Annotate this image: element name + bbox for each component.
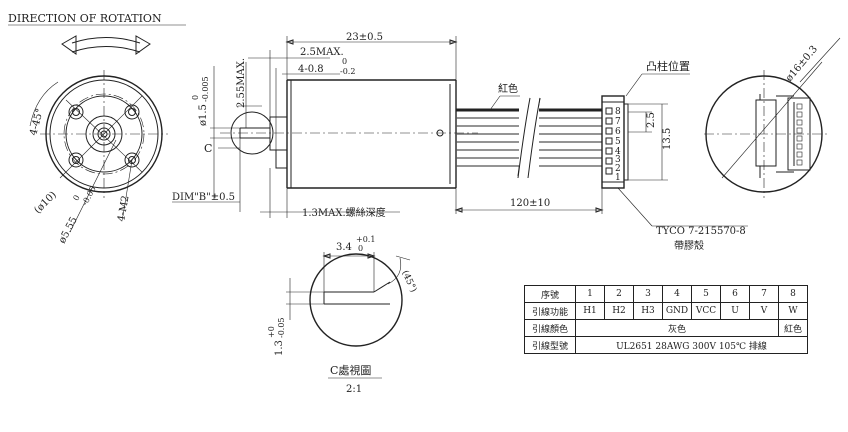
detail-depth-tol-upper: +0 — [267, 326, 276, 338]
pin-number: 7 — [615, 117, 621, 127]
boss-pos-label: 4-0.8 — [298, 64, 324, 75]
pin-number-cell: 4 — [662, 285, 692, 303]
thread-depth-label: 1.3MAX.螺絲深度 — [302, 206, 386, 219]
connector-width-label: 13.5 — [662, 128, 673, 150]
wire-type-cell: UL2651 28AWG 300V 105℃ 排線 — [575, 336, 808, 354]
color-last-cell: 紅色 — [778, 319, 808, 337]
post-label: 凸柱位置 — [646, 59, 690, 73]
back-dia-label: ø16±0.3 — [784, 44, 820, 84]
detail-caption: C處視圖 — [330, 363, 371, 377]
front-dia10-label: (ø10) — [32, 190, 59, 217]
function-cell: VCC — [691, 302, 721, 320]
side-view — [172, 36, 748, 227]
dim-b-label: DIM"B"±0.5 — [172, 192, 235, 203]
rotation-title: DIRECTION OF ROTATION — [8, 12, 162, 25]
pin-number: 5 — [615, 137, 621, 147]
front-boss-tol-upper: 0 — [71, 194, 81, 203]
detail-depth-label: 1.3 — [274, 340, 285, 356]
detail-c-view — [286, 252, 411, 347]
table-row: 引線型號 UL2651 28AWG 300V 105℃ 排線 — [524, 336, 808, 354]
pin-number-cell: 2 — [604, 285, 634, 303]
front-angle-label: 4-45° — [28, 107, 46, 136]
red-wire-label: 紅色 — [498, 82, 518, 95]
function-cell: H3 — [633, 302, 663, 320]
function-cell: U — [720, 302, 750, 320]
back-view — [704, 37, 841, 198]
pin-numbers: 8 7 6 5 4 3 2 1 — [615, 107, 621, 183]
detail-width-tol-upper: +0.1 — [356, 235, 375, 244]
pin-number-cell: 7 — [749, 285, 779, 303]
color-main-cell: 灰色 — [575, 319, 779, 337]
pin-number: 2 — [615, 164, 621, 174]
boss-length-label: 2.5MAX. — [300, 47, 344, 58]
pin-number-cell: 1 — [575, 285, 605, 303]
table-row: 引線顏色 灰色 紅色 — [524, 319, 808, 337]
detail-width-label: 3.4 — [336, 242, 352, 253]
function-cell: GND — [662, 302, 692, 320]
pin-number: 1 — [615, 173, 621, 183]
row-label-wire-type: 引線型號 — [524, 336, 576, 354]
detail-depth-tol-lower: -0.05 — [277, 317, 286, 338]
detail-width-tol-lower: 0 — [358, 244, 363, 253]
shaft-tol-lower: -0.005 — [201, 76, 210, 102]
function-cell: H2 — [604, 302, 634, 320]
row-label-color: 引線顏色 — [524, 319, 576, 337]
connector-note-label: 帶膠殼 — [674, 239, 704, 252]
pitch-label: 2.5 — [646, 112, 657, 128]
front-screw-label: 4-M2 — [116, 195, 131, 223]
shaft-tol-upper: 0 — [191, 95, 200, 100]
pin-number: 6 — [615, 127, 621, 137]
function-cell: V — [749, 302, 779, 320]
pin-number-cell: 3 — [633, 285, 663, 303]
function-cell: H1 — [575, 302, 605, 320]
boss-pos-tol-upper: 0 — [342, 57, 347, 66]
pin-number: 8 — [615, 107, 621, 117]
connector-part-label: TYCO 7-215570-8 — [656, 226, 746, 237]
section-mark: C — [204, 142, 212, 155]
detail-angle-label: (45°) — [399, 269, 419, 294]
front-boss-dia-label: ø5.55 — [57, 215, 80, 245]
front-view — [29, 70, 168, 233]
wire-spec-table: 序號 1 2 3 4 5 6 7 8 引線功能 H1 H2 H3 GND VCC… — [524, 285, 808, 354]
table-row: 引線功能 H1 H2 H3 GND VCC U V W — [524, 302, 808, 320]
pin-number-cell: 6 — [720, 285, 750, 303]
shaft-length-label: 2.55MAX. — [236, 58, 247, 108]
pin-number-cell: 8 — [778, 285, 808, 303]
pin-number: 4 — [615, 147, 621, 157]
length-label: 23±0.5 — [346, 32, 383, 43]
row-label-number: 序號 — [524, 285, 576, 303]
shaft-dia-label: ø1.5 — [198, 104, 209, 126]
rotation-arrow-icon — [61, 35, 151, 55]
pin-number: 3 — [615, 155, 621, 165]
table-row: 序號 1 2 3 4 5 6 7 8 — [524, 285, 808, 303]
detail-scale: 2:1 — [346, 384, 362, 395]
row-label-function: 引線功能 — [524, 302, 576, 320]
cable-length-label: 120±10 — [510, 198, 550, 209]
pin-number-cell: 5 — [691, 285, 721, 303]
boss-pos-tol-lower: -0.2 — [340, 67, 355, 76]
function-cell: W — [778, 302, 808, 320]
